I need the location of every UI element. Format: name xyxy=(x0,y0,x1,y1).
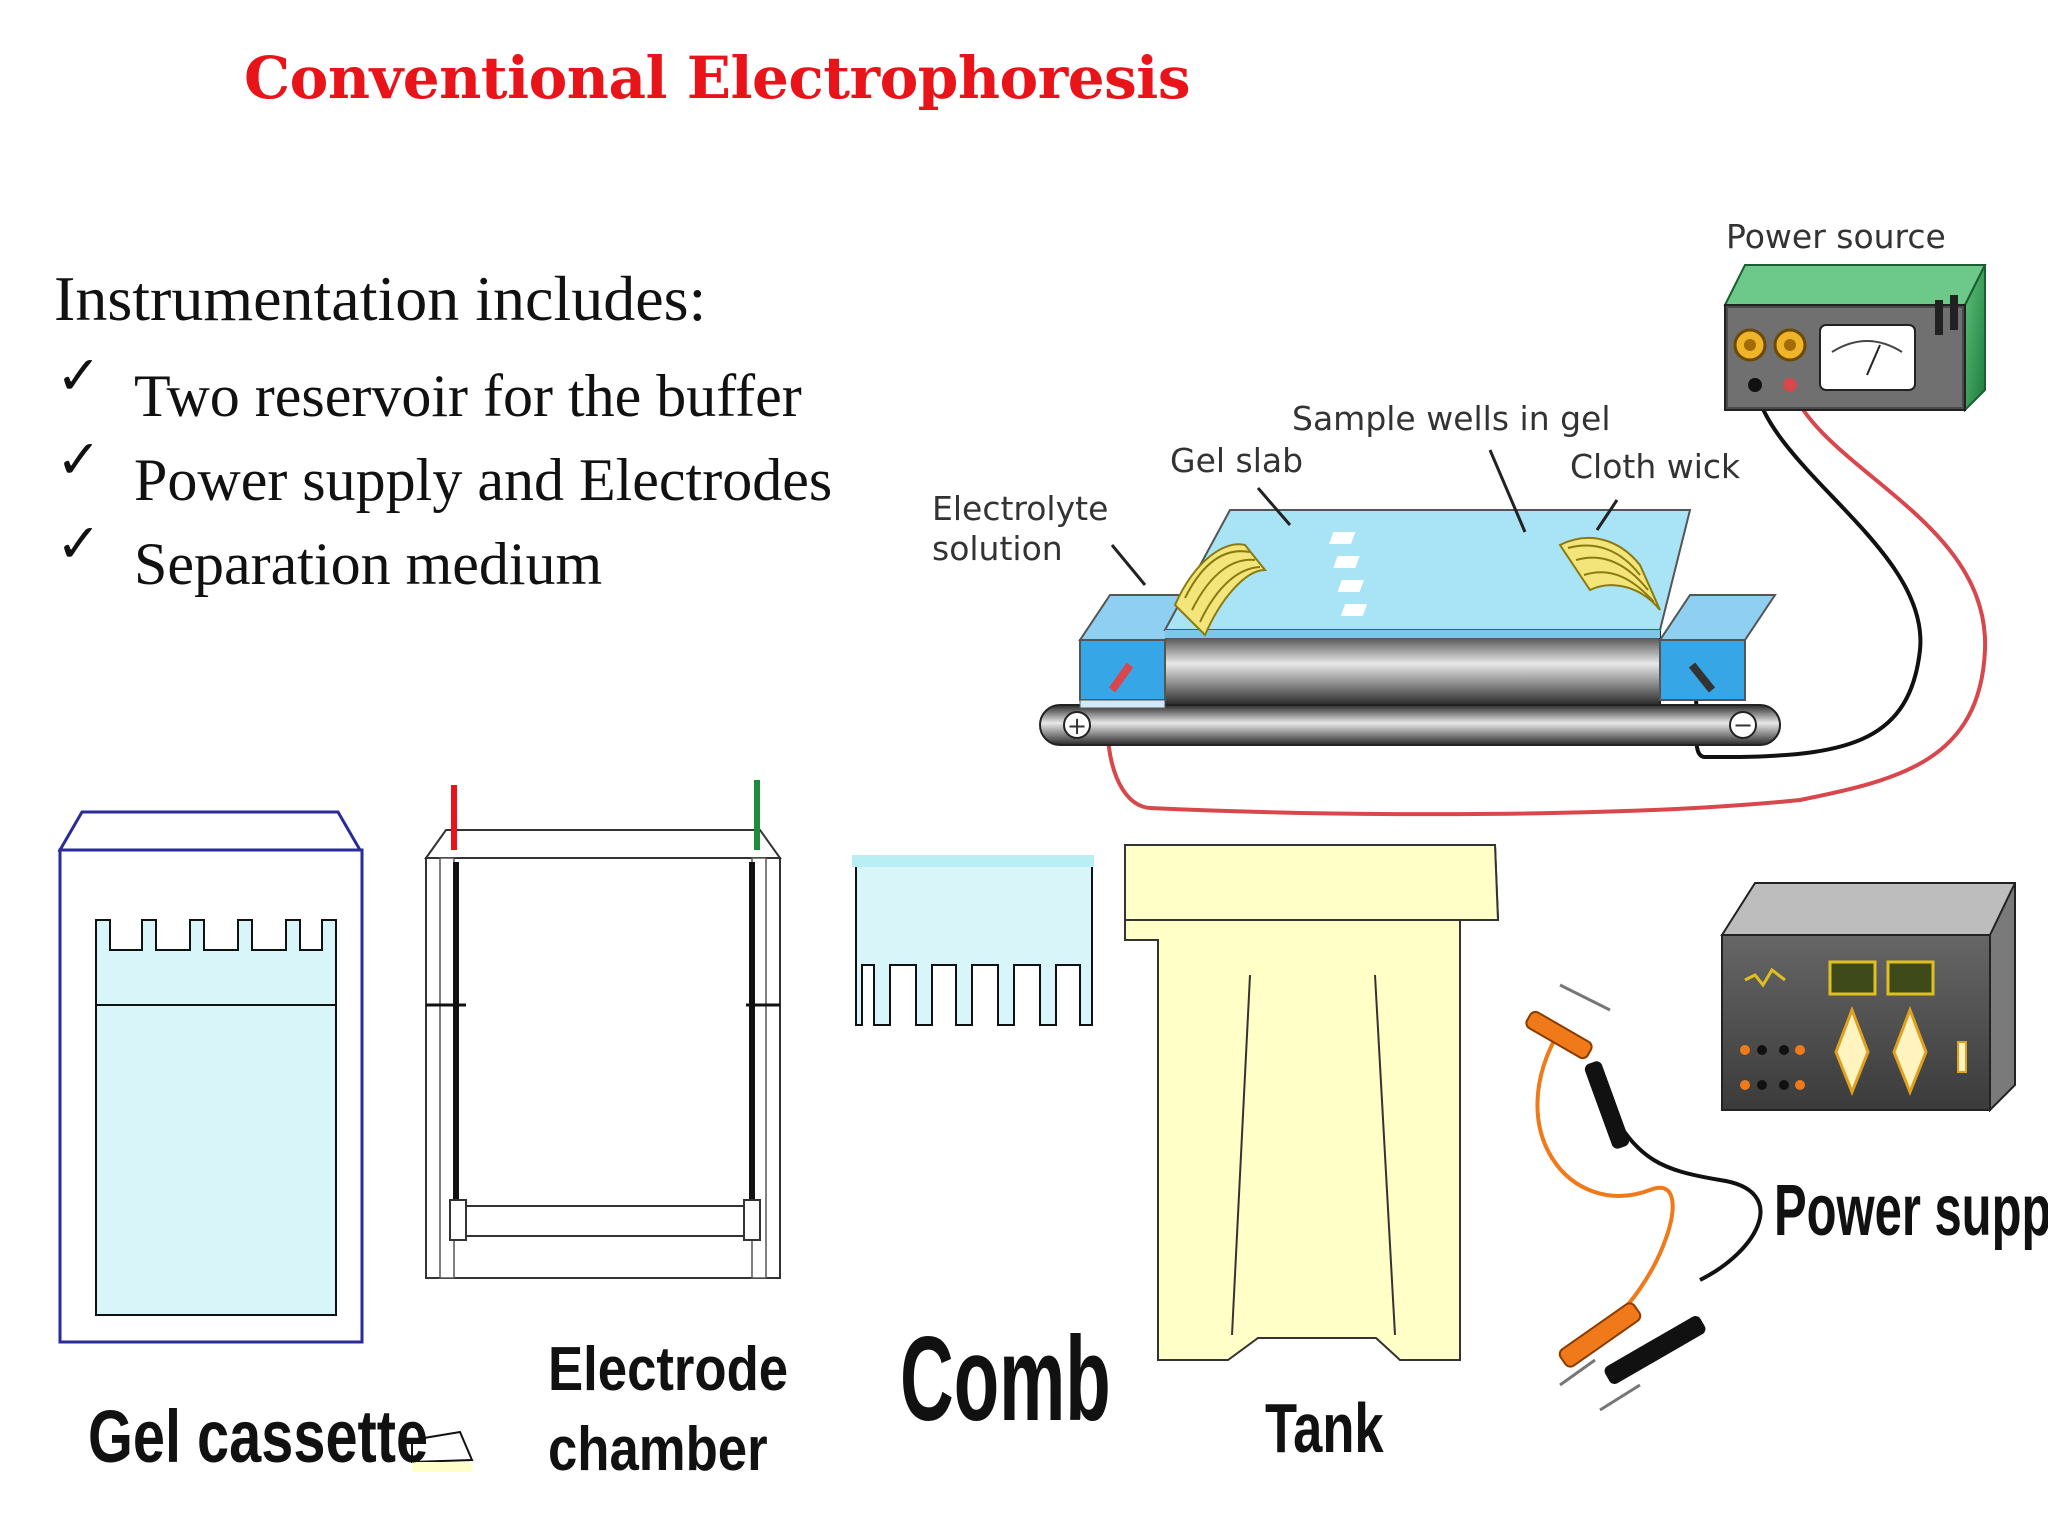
right-cloth-wick xyxy=(1558,536,1661,611)
sample-wells xyxy=(1329,532,1368,616)
check-icon: ✓ xyxy=(56,512,102,575)
intro-heading: Instrumentation includes: xyxy=(54,263,707,334)
label-electrode-line2: chamber xyxy=(548,1415,768,1484)
cathode xyxy=(1688,662,1716,693)
label-gel-slab: Gel slab xyxy=(1170,441,1303,480)
bullet-text: Separation medium xyxy=(134,531,603,597)
slide-title: Conventional Electrophoresis xyxy=(244,44,1190,112)
label-electrolyte-line2: solution xyxy=(932,529,1063,568)
leader-sample-wells xyxy=(1488,449,1527,533)
label-gel-cassette: Gel cassette xyxy=(88,1396,428,1479)
label-power-supply: Power supply xyxy=(1774,1171,2048,1252)
check-icon: ✓ xyxy=(56,428,102,491)
leader-cloth-wick xyxy=(1595,499,1619,531)
small-gel-icon xyxy=(411,1430,474,1472)
right-reservoir-top xyxy=(1658,594,1777,641)
apparatus-illustration: + − xyxy=(932,217,1988,817)
minus-terminal xyxy=(1729,711,1757,739)
power-source-icon xyxy=(1723,264,1987,413)
comb-illustration xyxy=(852,855,1094,1026)
label-cloth-wick: Cloth wick xyxy=(1570,447,1741,486)
right-reservoir xyxy=(1659,639,1746,701)
gel-edge xyxy=(1165,630,1660,638)
label-sample-wells: Sample wells in gel xyxy=(1292,399,1611,438)
label-electrolyte-line1: Electrolyte xyxy=(932,489,1108,528)
plus-sign: + xyxy=(1067,712,1087,740)
label-electrode-line1: Electrode xyxy=(548,1335,788,1404)
bullet-text: Two reservoir for the buffer xyxy=(134,363,802,429)
label-tank: Tank xyxy=(1265,1390,1384,1468)
electrode-chamber-illustration xyxy=(424,780,782,1279)
label-comb: Comb xyxy=(900,1313,1111,1446)
bullet-text: Power supply and Electrodes xyxy=(134,447,833,513)
left-cloth-wick xyxy=(1173,543,1268,637)
tank-illustration xyxy=(1124,844,1500,1361)
leader-electrolyte xyxy=(1110,544,1147,586)
gel-support xyxy=(1164,629,1661,706)
minus-sign: − xyxy=(1733,711,1753,739)
label-power-source: Power source xyxy=(1726,217,1946,256)
plus-terminal xyxy=(1063,711,1091,739)
check-icon: ✓ xyxy=(56,344,102,407)
power-supply-icon xyxy=(1720,882,2016,1113)
anode xyxy=(1108,662,1134,693)
leader-gel-slab xyxy=(1256,487,1292,526)
base-plate xyxy=(1039,704,1781,746)
black-wire xyxy=(1693,384,1923,759)
red-wire xyxy=(1105,384,1988,817)
gel-cassette-illustration xyxy=(57,810,364,1344)
left-reservoir-base xyxy=(1079,699,1166,709)
lead-icon xyxy=(1525,983,1763,1412)
